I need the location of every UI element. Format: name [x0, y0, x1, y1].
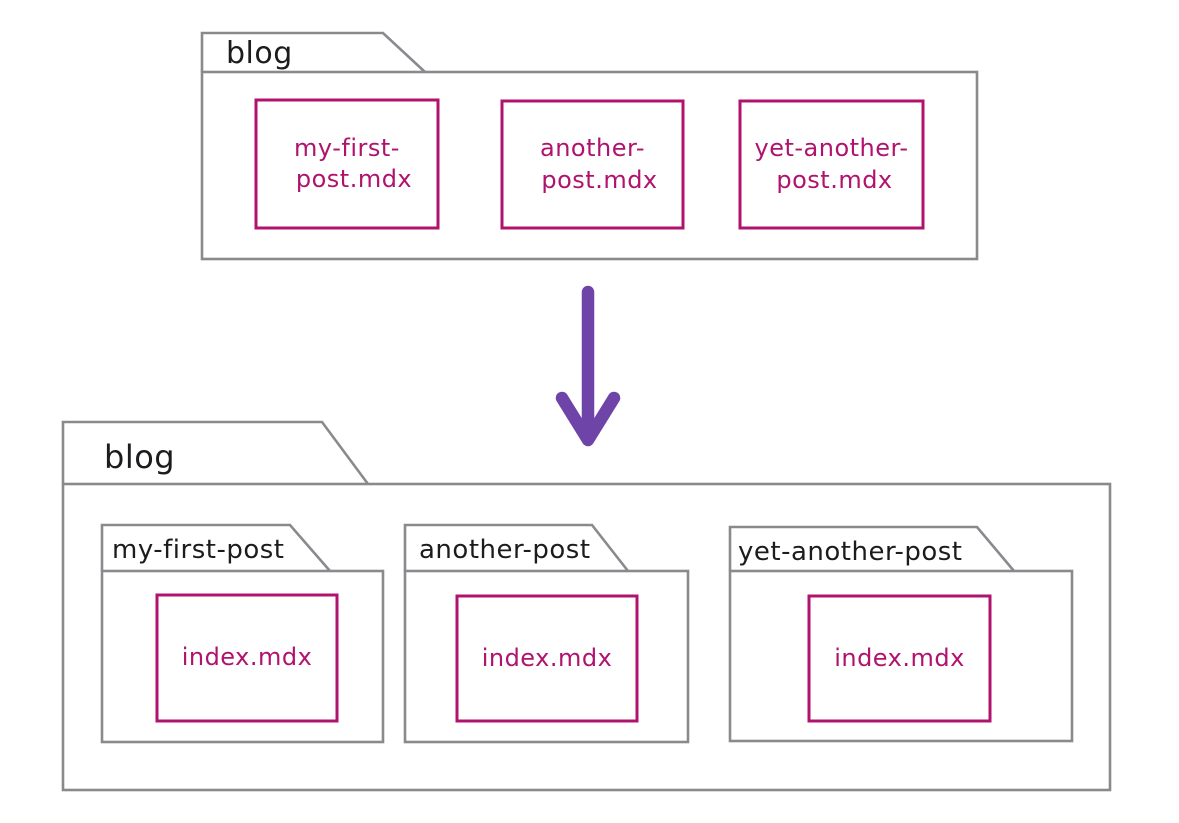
after-subfolder-2-file-name: index.mdx — [481, 643, 613, 672]
down-arrow-head — [555, 391, 621, 447]
after-subfolder-3-file-label: index.mdx — [809, 596, 990, 721]
down-arrow-icon — [555, 285, 621, 447]
after-subfolder-1-file-label: index.mdx — [157, 595, 337, 721]
before-folder-body-outline — [200, 70, 979, 261]
after-subfolder-1-file-box — [155, 593, 339, 723]
before-file-3-box — [738, 99, 925, 230]
after-subfolder-2-label: another-post — [419, 535, 591, 565]
before-folder-tab-outline — [200, 31, 426, 73]
after-folder-label: blog — [104, 438, 176, 476]
after-folder-body-outline — [61, 482, 1112, 792]
before-file-2-label: another- post.mdx — [502, 101, 683, 228]
before-file-2-line2: post.mdx — [541, 165, 658, 194]
after-subfolder-1-body-outline — [100, 569, 385, 744]
after-subfolder-1-label: my-first-post — [112, 535, 285, 565]
before-file-3-line1: yet-another- — [754, 134, 909, 163]
after-subfolder-3-file-box — [807, 594, 992, 723]
before-file-3-label: yet-another- post.mdx — [740, 101, 923, 228]
after-subfolder-3-file-name: index.mdx — [834, 643, 965, 672]
after-subfolder-2-file-label: index.mdx — [457, 596, 637, 721]
before-file-1-line1: my-first- — [294, 133, 400, 162]
after-subfolder-3-body-outline — [728, 569, 1074, 743]
after-subfolder-2-tab-outline — [403, 523, 630, 572]
after-subfolder-1-tab-outline — [100, 523, 331, 572]
after-subfolder-2-body-outline — [403, 569, 690, 744]
before-file-3-line2: post.mdx — [776, 165, 893, 194]
before-file-2-box — [500, 99, 685, 230]
after-subfolder-1-file-name: index.mdx — [181, 643, 313, 672]
after-subfolder-3-label: yet-another-post — [738, 537, 963, 567]
after-subfolder-3-tab-outline — [728, 525, 1015, 572]
before-file-2-line1: another- — [540, 134, 645, 163]
before-file-1-line2: post.mdx — [295, 165, 413, 193]
before-folder-label: blog — [226, 36, 293, 71]
after-subfolder-2-file-box — [455, 594, 639, 723]
before-file-1-label: my-first- post.mdx — [256, 100, 438, 228]
before-file-1-box — [254, 98, 440, 230]
after-folder-tab-outline — [61, 420, 370, 485]
